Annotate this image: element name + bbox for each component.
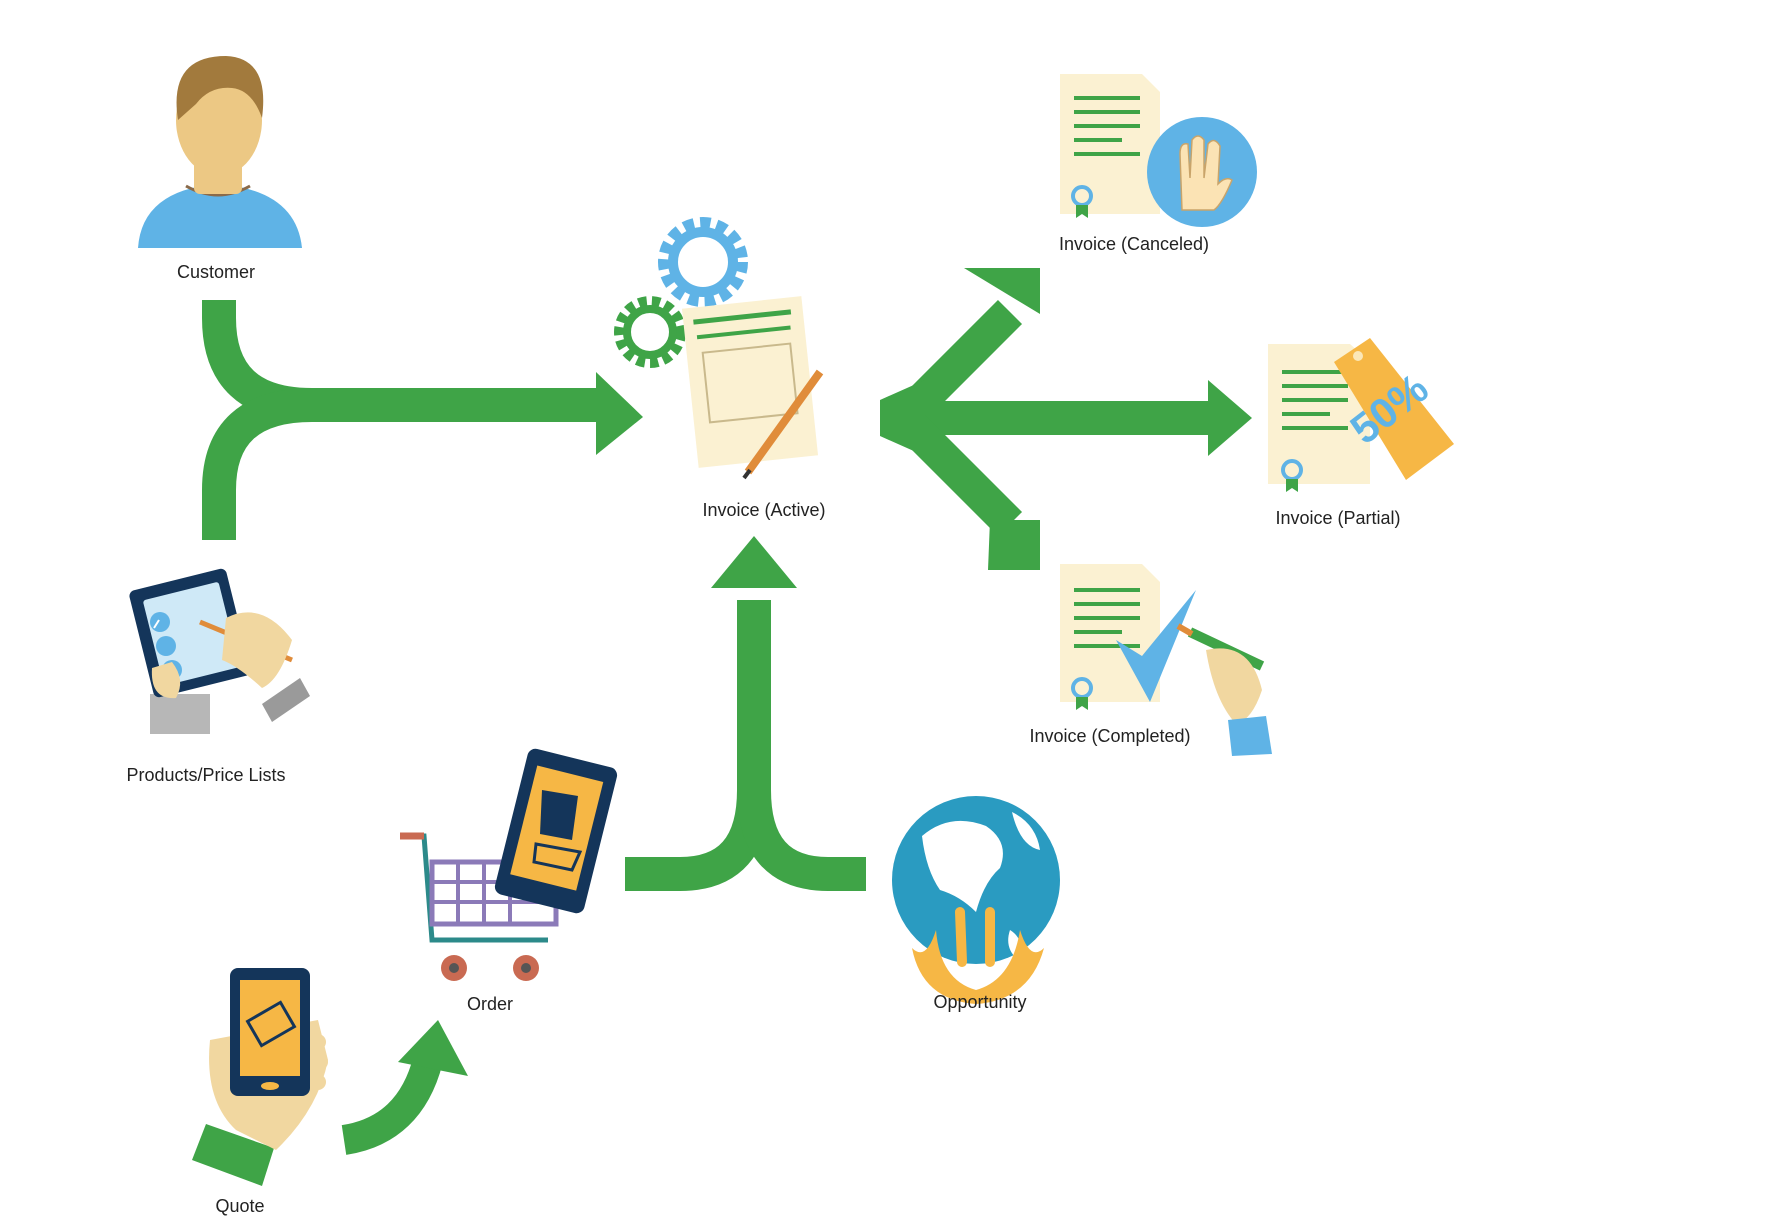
invoice-discount-tag-icon: 50% [1268, 338, 1454, 492]
products-label: Products/Price Lists [126, 765, 285, 785]
customer-icon [138, 56, 302, 248]
arrow-customer-to-invoice [202, 300, 600, 422]
gear-blue-icon [658, 217, 748, 307]
opportunity-label: Opportunity [933, 992, 1026, 1012]
order-label: Order [467, 994, 513, 1014]
invoice-canceled-label: Invoice (Canceled) [1059, 234, 1209, 254]
arrowhead-partial [1208, 380, 1252, 456]
arrow-products-merge [202, 388, 313, 540]
arrow-order-merge [625, 600, 771, 891]
invoice-checkmark-icon [1060, 564, 1272, 756]
invoice-gears-icon [614, 217, 824, 480]
invoice-stop-hand-icon [1060, 74, 1257, 227]
customer-label: Customer [177, 262, 255, 282]
arrow-quote-to-order [341, 1055, 443, 1155]
gear-green-icon [614, 296, 686, 368]
invoice-active-label: Invoice (Active) [702, 500, 825, 520]
arrowhead-up-invoice [711, 536, 797, 588]
arrowhead-canceled [964, 268, 1040, 314]
arrowhead-right-invoice [596, 372, 643, 455]
invoice-completed-label: Invoice (Completed) [1029, 726, 1190, 746]
invoice-partial-label: Invoice (Partial) [1275, 508, 1400, 528]
phone-email-icon [192, 968, 328, 1186]
arrowhead-quote-order [398, 1020, 468, 1076]
shopping-cart-icon [400, 748, 618, 981]
fan-out-tip [880, 380, 925, 456]
globe-hands-icon [892, 796, 1060, 1004]
arrowhead-completed [988, 520, 1040, 570]
clipboard-checklist-icon [129, 568, 310, 734]
quote-label: Quote [215, 1196, 264, 1216]
arrow-opportunity-merge [737, 789, 866, 891]
arrow-heads [398, 268, 1252, 1076]
